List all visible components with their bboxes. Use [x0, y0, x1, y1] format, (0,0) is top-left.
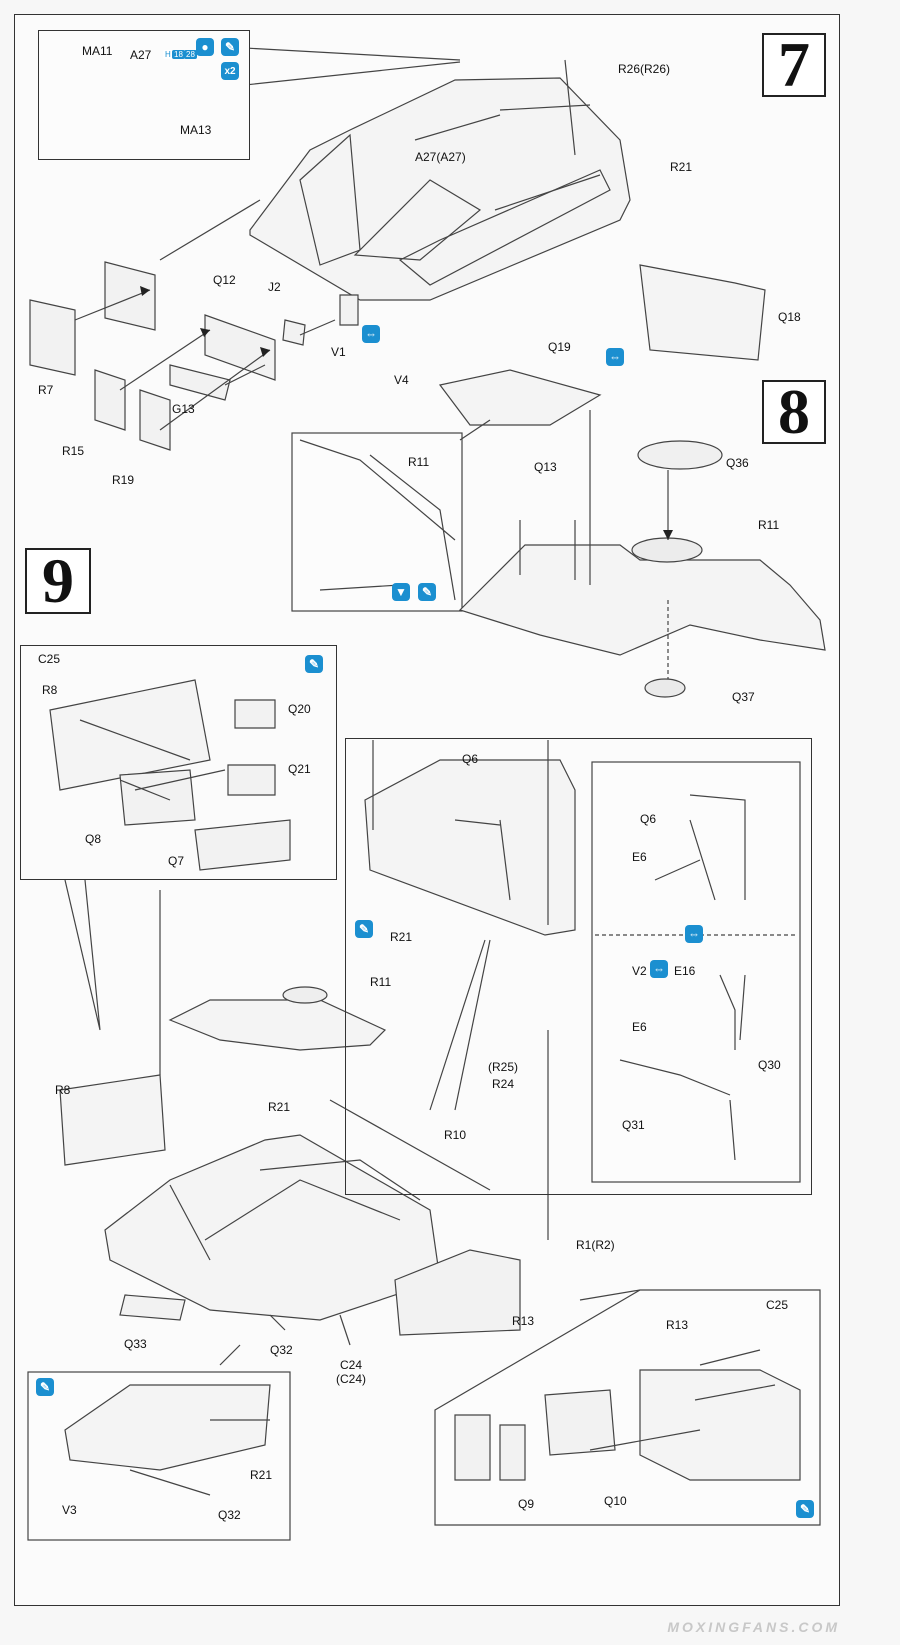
part-label: G13	[172, 402, 195, 416]
part-label: R11	[370, 975, 392, 989]
option-icon: ⇔	[362, 325, 380, 343]
part-label: R26(R26)	[618, 62, 671, 76]
part-label: R21	[250, 1468, 273, 1482]
part-label: R11	[408, 455, 430, 469]
part-label: Q19	[548, 340, 571, 354]
paint-icon: ✎	[796, 1500, 814, 1518]
part-label: Q8	[85, 832, 102, 846]
part-label: V2	[632, 964, 647, 978]
part-label: R8	[42, 683, 58, 697]
paint-ref-18: 18	[172, 50, 185, 59]
part-label: A27	[130, 48, 152, 62]
part-label: R19	[112, 473, 135, 487]
part-label: Q20	[288, 702, 311, 716]
part-label: Q21	[288, 762, 311, 776]
part-label: E6	[632, 850, 647, 864]
part-label: Q31	[622, 1118, 645, 1132]
step9-mount-detail-box	[345, 738, 812, 1195]
step7-detail-box	[38, 30, 250, 160]
option-icon: ⇔	[606, 348, 624, 366]
paint-icon: ✎	[355, 920, 373, 938]
part-label: (R25)	[488, 1060, 519, 1074]
watermark: MOXINGFANS.COM	[667, 1619, 840, 1635]
part-label: R13	[666, 1318, 689, 1332]
part-label: C25	[38, 652, 61, 666]
part-label: Q6	[462, 752, 479, 766]
part-label: V1	[331, 345, 346, 359]
part-label: R21	[268, 1100, 291, 1114]
paint-ref-h: H	[163, 50, 173, 59]
part-label: Q32	[270, 1343, 293, 1357]
part-label: V3	[62, 1503, 77, 1517]
part-label: Q36	[726, 456, 749, 470]
paint-ref-28: 28	[184, 50, 197, 59]
multiply-icon: x2	[221, 62, 239, 80]
part-label: C25	[766, 1298, 789, 1312]
part-label: R10	[444, 1128, 467, 1142]
part-label: Q9	[518, 1497, 535, 1511]
part-label: R7	[38, 383, 54, 397]
part-label: R11	[758, 518, 780, 532]
part-label: R21	[670, 160, 693, 174]
option-icon: ⇔	[685, 925, 703, 943]
part-label: MA11	[82, 44, 113, 58]
option-icon: ⇔	[650, 960, 668, 978]
part-label: C24	[340, 1358, 363, 1372]
drill-icon: ▼	[392, 583, 410, 601]
part-label: J2	[268, 280, 281, 294]
part-label: Q13	[534, 460, 557, 474]
part-label: R24	[492, 1077, 515, 1091]
part-label: Q18	[778, 310, 801, 324]
step9-radio-detail-box	[20, 645, 337, 880]
step-number-8: 8	[762, 380, 826, 444]
part-label: Q33	[124, 1337, 147, 1351]
part-label: R21	[390, 930, 413, 944]
part-label: Q32	[218, 1508, 241, 1522]
part-label: V4	[394, 373, 409, 387]
step-number-9: 9	[25, 548, 91, 614]
part-label: R8	[55, 1083, 71, 1097]
part-label: R1(R2)	[576, 1238, 615, 1252]
part-label: Q10	[604, 1494, 627, 1508]
paint-icon: ✎	[221, 38, 239, 56]
part-label: A27(A27)	[415, 150, 466, 164]
part-label: E6	[632, 1020, 647, 1034]
part-label: MA13	[180, 123, 212, 137]
paint-icon: ✎	[36, 1378, 54, 1396]
paint-icon: ✎	[418, 583, 436, 601]
part-label: Q37	[732, 690, 755, 704]
part-label: Q6	[640, 812, 657, 826]
part-label: Q7	[168, 854, 185, 868]
part-label: (C24)	[336, 1372, 367, 1386]
glue-icon: ●	[196, 38, 214, 56]
part-label: R13	[512, 1314, 535, 1328]
step-number-7: 7	[762, 33, 826, 97]
part-label: R15	[62, 444, 85, 458]
part-label: E16	[674, 964, 696, 978]
part-label: Q12	[213, 273, 236, 287]
part-label: Q30	[758, 1058, 781, 1072]
paint-icon: ✎	[305, 655, 323, 673]
